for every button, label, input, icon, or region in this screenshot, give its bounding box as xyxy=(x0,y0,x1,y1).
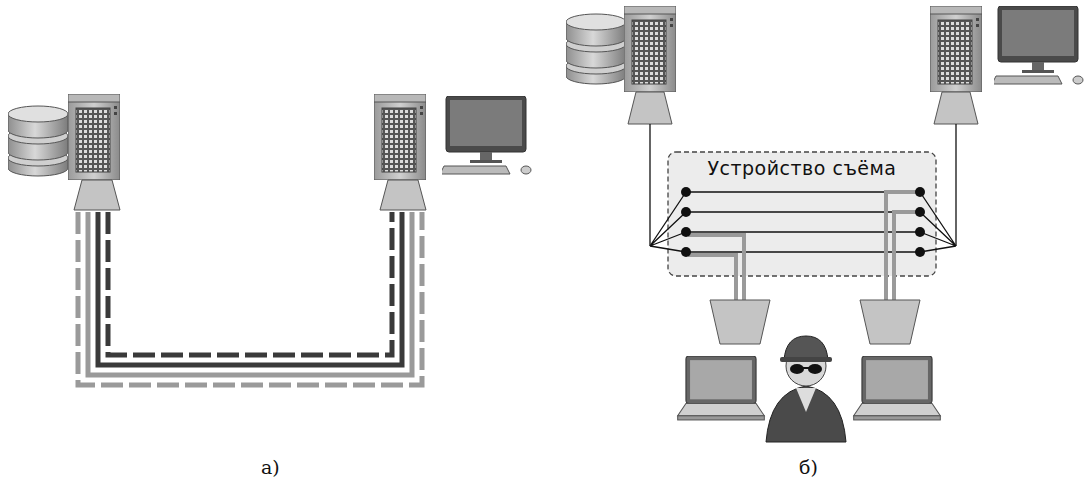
panel-label: б) xyxy=(799,456,818,478)
cable-lines xyxy=(78,212,422,385)
panel-b xyxy=(566,6,1083,442)
server-icon xyxy=(374,94,426,180)
tap-device: Устройство съёма xyxy=(668,152,936,276)
connector-port xyxy=(628,92,672,124)
workstation-icon xyxy=(440,96,531,174)
laptop-icon xyxy=(854,356,941,420)
attacker-figure xyxy=(766,336,846,442)
panel-a xyxy=(8,94,531,385)
laptop-icon xyxy=(678,356,765,420)
connector-port xyxy=(860,300,920,344)
connector-port xyxy=(74,180,120,210)
connector-port xyxy=(934,92,978,124)
connector-port xyxy=(710,300,770,344)
tap-wires xyxy=(650,124,956,252)
device-title: Устройство съёма xyxy=(676,158,928,180)
workstation-icon xyxy=(992,6,1083,84)
database-icon xyxy=(566,14,626,84)
tap-taps xyxy=(688,192,918,300)
panel-label: а) xyxy=(261,456,280,478)
connector-port xyxy=(380,180,426,210)
server-icon xyxy=(68,94,120,180)
tap-contacts xyxy=(681,187,925,257)
server-icon xyxy=(930,6,982,92)
database-icon xyxy=(8,106,68,176)
server-icon xyxy=(624,6,676,92)
